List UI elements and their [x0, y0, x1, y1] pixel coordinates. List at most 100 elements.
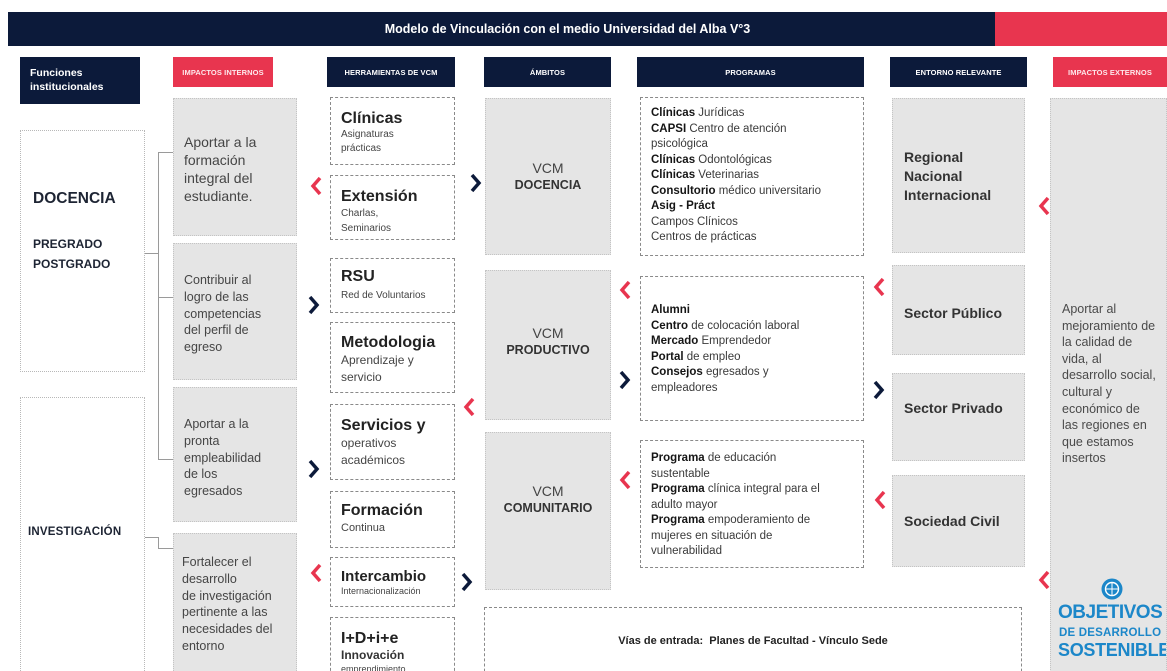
- programa-bold: Asig - Práct: [651, 200, 715, 212]
- title-bar-accent: [995, 12, 1167, 46]
- programa-line: CAPSI Centro de atención psicológica: [651, 122, 863, 153]
- entorno-box: Sector Privado: [892, 373, 1025, 461]
- programa-line: Portal de empleo: [651, 350, 863, 366]
- herramienta-title: Metodologia: [341, 334, 436, 351]
- herramienta-subtitle: Innovación: [341, 648, 405, 662]
- ambito-name: DOCENCIA: [514, 177, 582, 192]
- programa-text: de empleo: [683, 350, 741, 363]
- programa-text: egresados y empleadores: [651, 366, 769, 394]
- impacto-interno-box: Aportar a la pronta empleabilidad de los…: [173, 387, 297, 522]
- herramienta-box: Extensión Charlas, Seminarios: [330, 175, 455, 240]
- herramienta-title: RSU: [341, 268, 375, 285]
- herramienta-desc: Continua: [341, 522, 386, 534]
- entorno-box: Regional Nacional Internacional: [892, 98, 1025, 253]
- programa-bold: Alumni: [651, 304, 690, 316]
- chevron-left-icon: [873, 277, 885, 297]
- programa-bold: Clínicas: [651, 107, 696, 119]
- diagram-title: Modelo de Vinculación con el medio Unive…: [384, 22, 751, 36]
- programa-bold: Programa: [651, 514, 705, 526]
- programa-text: médico universitario: [715, 184, 821, 197]
- ambito-box: VCM DOCENCIA: [485, 98, 611, 255]
- chevron-left-icon: [874, 490, 886, 510]
- programa-text: clínica integral para el adulto mayor: [651, 483, 820, 511]
- funcion-investigacion-box: [20, 397, 145, 671]
- herramienta-desc: operativos académicos: [341, 436, 406, 467]
- programa-text: Campos Clínicos: [651, 215, 738, 228]
- funcion-docencia-label: DOCENCIA: [33, 190, 116, 207]
- chevron-right-icon: [873, 380, 885, 400]
- header-impactos-externos: IMPACTOS EXTERNOS: [1053, 57, 1167, 87]
- herramienta-box: Formación Continua: [330, 491, 455, 548]
- connector-line: [158, 459, 173, 460]
- chevron-left-icon: [310, 563, 322, 583]
- programa-line: Programa de educación sustentable: [651, 451, 863, 482]
- entorno-text: Sector Privado: [904, 399, 1003, 416]
- impacto-externo-box: Aportar al mejoramiento de la calidad de…: [1050, 98, 1167, 671]
- chevron-left-icon: [619, 280, 631, 300]
- programa-text: Centros de prácticas: [651, 231, 757, 243]
- herramienta-desc: Internacionalización: [341, 586, 421, 596]
- header-programas: PROGRAMAS: [637, 57, 864, 87]
- impacto-interno-box: Aportar a la formación integral del estu…: [173, 98, 297, 236]
- header-impactos-internos: IMPACTOS INTERNOS: [173, 57, 273, 87]
- programa-line: Consejos egresados y empleadores: [651, 365, 863, 396]
- connector-line: [158, 548, 173, 549]
- ambito-name: COMUNITARIO: [503, 501, 593, 515]
- chevron-right-icon: [619, 370, 631, 390]
- programa-text: Jurídicas: [695, 107, 745, 119]
- herramienta-title: Intercambio: [341, 568, 427, 585]
- herramienta-desc: Charlas, Seminarios: [341, 208, 392, 234]
- sdg-logo-line2: DE DESARROLLO: [1059, 627, 1162, 639]
- programa-bold: Mercado: [651, 335, 699, 347]
- entorno-box: Sociedad Civil: [892, 475, 1025, 567]
- programa-text: de colocación laboral: [688, 319, 800, 332]
- programa-line: Centro de colocación laboral: [651, 319, 863, 335]
- herramienta-box: I+D+i+e Innovación emprendimiento: [330, 617, 455, 671]
- chevron-left-icon: [619, 470, 631, 490]
- entorno-text: Regional Nacional Internacional: [904, 149, 992, 203]
- programa-text: empoderamiento de mujeres en situación d…: [651, 514, 811, 557]
- herramienta-desc: Aprendizaje y servicio: [341, 353, 414, 384]
- programa-text: Centro de atención psicológica: [651, 122, 787, 151]
- programa-bold: Programa: [651, 483, 705, 495]
- entorno-box: Sector Público: [892, 265, 1025, 355]
- entorno-text: Sector Público: [904, 304, 1003, 321]
- connector-line: [145, 253, 158, 254]
- impacto-interno-box: Fortalecer el desarrollo de investigació…: [173, 533, 297, 671]
- ambito-label: VCM: [532, 159, 564, 176]
- programa-bold: Clínicas: [651, 169, 696, 181]
- herramienta-title: Clínicas: [341, 110, 403, 127]
- programa-text: Odontológicas: [695, 153, 772, 166]
- level-postgrado: POSTGRADO: [33, 257, 111, 271]
- programa-line: Mercado Emprendedor: [651, 334, 863, 350]
- impacto-interno-text: Contribuir al logro de las competencias …: [184, 273, 262, 355]
- header-funciones-institucionales: Funciones institucionales: [20, 57, 140, 104]
- programa-box: Alumni Centro de colocación laboral Merc…: [640, 276, 864, 421]
- programa-line: Programa empoderamiento de mujeres en si…: [651, 513, 863, 560]
- un-emblem-icon: [1101, 578, 1123, 600]
- ambito-box: VCM COMUNITARIO: [485, 432, 611, 590]
- connector-line: [158, 152, 159, 460]
- impacto-interno-text: Aportar a la formación integral del estu…: [184, 134, 257, 204]
- herramienta-box: Metodologia Aprendizaje y servicio: [330, 322, 455, 393]
- connector-line: [158, 537, 159, 549]
- header-ambitos: ÁMBITOS: [484, 57, 611, 87]
- ambito-box: VCM PRODUCTIVO: [485, 270, 611, 420]
- chevron-left-icon: [1038, 196, 1050, 216]
- sdg-logo-line1: OBJETIVOS: [1058, 602, 1163, 623]
- herramienta-desc: emprendimiento: [341, 664, 406, 671]
- programa-bold: Portal: [651, 350, 684, 363]
- herramienta-box: Servicios y operativos académicos: [330, 404, 455, 480]
- impacto-interno-text: Fortalecer el desarrollo de investigació…: [182, 555, 273, 653]
- ambito-name: PRODUCTIVO: [506, 343, 590, 357]
- entorno-text: Sociedad Civil: [904, 512, 1000, 529]
- ambito-label: VCM: [532, 483, 564, 499]
- programa-bold: Clínicas: [651, 153, 696, 166]
- programa-text: Veterinarias: [695, 169, 760, 181]
- connector-line: [145, 537, 158, 538]
- herramienta-title: Servicios y: [341, 417, 426, 434]
- herramienta-box: RSU Red de Voluntarios: [330, 258, 455, 313]
- chevron-left-icon: [1038, 570, 1050, 590]
- funcion-investigacion-label: INVESTIGACIÓN: [28, 526, 122, 538]
- header-herramientas: HERRAMIENTAS DE VCM: [327, 57, 455, 87]
